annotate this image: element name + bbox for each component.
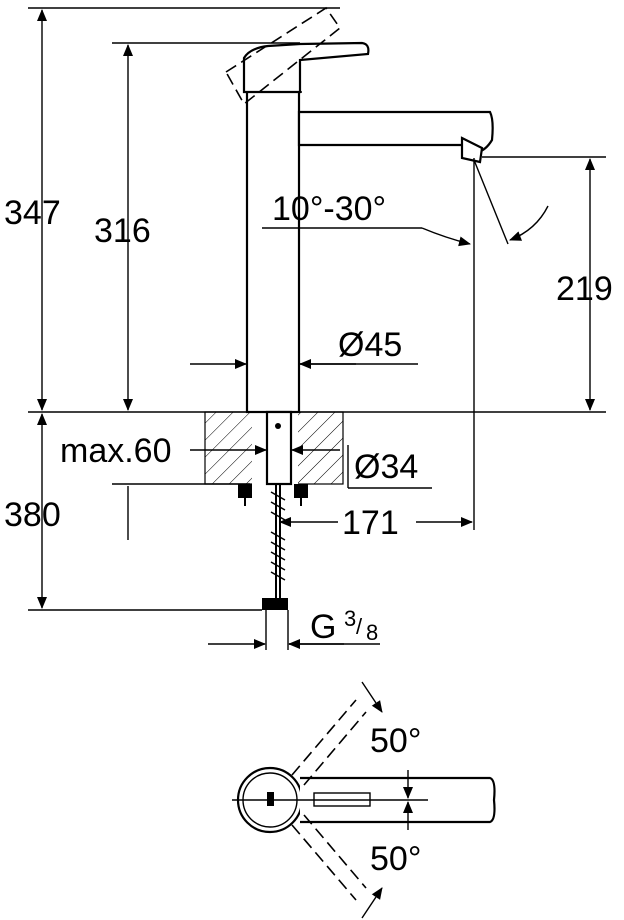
label-hole-diameter: Ø34 bbox=[354, 448, 418, 486]
dim-tilt-angle: 10°-30° bbox=[262, 158, 549, 530]
label-hose-length: 380 bbox=[4, 496, 61, 534]
label-connection-slash: / bbox=[356, 614, 363, 639]
dim-outlet-height: 219 bbox=[482, 156, 613, 411]
label-tilt-angle: 10°-30° bbox=[272, 190, 386, 228]
label-spout-height: 316 bbox=[94, 212, 151, 250]
label-total-height: 347 bbox=[4, 194, 61, 232]
dim-body-diameter: Ø45 bbox=[190, 326, 418, 369]
faucet-body bbox=[224, 6, 494, 650]
dim-spout-height: 316 bbox=[94, 42, 300, 411]
dim-hose-length: 380 bbox=[4, 413, 262, 611]
dim-counter-thickness: max.60 bbox=[60, 432, 340, 540]
label-swivel-top: 50° bbox=[370, 722, 421, 760]
dim-reach: 171 bbox=[279, 504, 473, 542]
label-connection-prefix: G bbox=[310, 608, 336, 646]
dim-hole-diameter: Ø34 bbox=[347, 445, 432, 489]
label-counter-thickness: max.60 bbox=[60, 432, 172, 470]
top-view: 50° 50° bbox=[232, 681, 496, 919]
label-connection-den: 8 bbox=[366, 620, 378, 645]
label-connection-num: 3 bbox=[344, 606, 356, 631]
label-swivel-bottom: 50° bbox=[370, 840, 421, 878]
dim-connection: G 3 / 8 bbox=[208, 606, 380, 649]
label-body-diameter: Ø45 bbox=[338, 326, 402, 364]
label-reach: 171 bbox=[342, 504, 399, 542]
label-outlet-height: 219 bbox=[556, 270, 613, 308]
dim-total-height: 347 bbox=[4, 7, 340, 411]
